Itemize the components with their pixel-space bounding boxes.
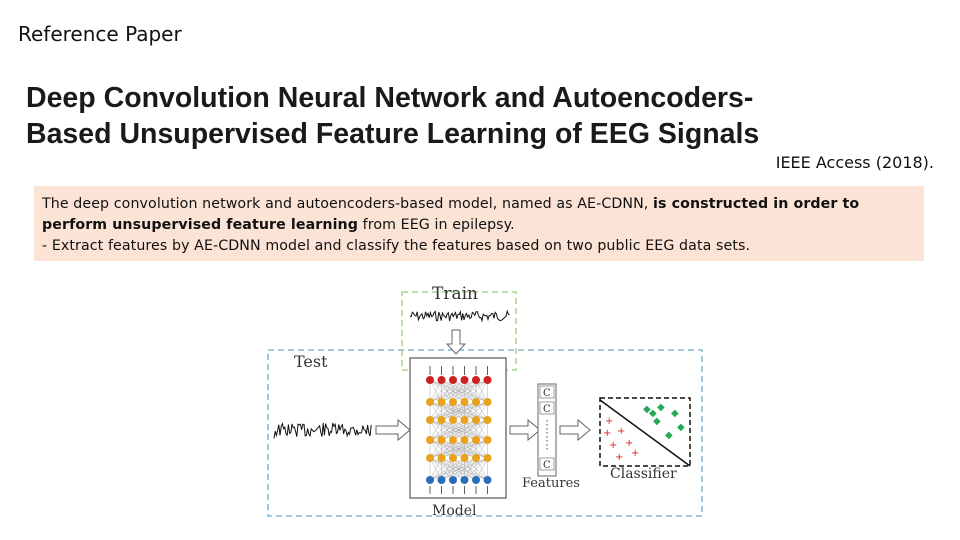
network-node bbox=[472, 376, 480, 384]
network-node bbox=[426, 476, 434, 484]
class-b-point: ◆ bbox=[649, 408, 657, 419]
network-node bbox=[426, 436, 434, 444]
network-node bbox=[483, 398, 492, 406]
model-diagram: Train Test Model Features Classifier bbox=[267, 284, 703, 519]
network-node bbox=[460, 398, 469, 406]
network-node bbox=[426, 454, 434, 462]
model-label: Model bbox=[432, 503, 477, 519]
network-node bbox=[460, 476, 469, 484]
network-node bbox=[437, 454, 446, 462]
network-node bbox=[460, 436, 469, 444]
summary-part-3: from EEG in epilepsy. bbox=[362, 217, 515, 233]
network-node bbox=[483, 436, 492, 444]
classifier-label: Classifier bbox=[610, 466, 677, 482]
network-node bbox=[472, 454, 480, 462]
summary-emphasis: is constructed in order to perform unsup… bbox=[42, 196, 860, 233]
network-node bbox=[483, 454, 492, 462]
class-b-point: ◆ bbox=[643, 404, 651, 415]
class-b-point: ◆ bbox=[677, 422, 685, 433]
network-node bbox=[460, 416, 469, 424]
network-node bbox=[483, 416, 492, 424]
train-eeg-signal bbox=[409, 309, 510, 323]
model-figure: Train Test Model Features Classifier bbox=[260, 280, 710, 520]
network-node bbox=[437, 376, 446, 384]
network-node bbox=[449, 416, 457, 424]
network-node bbox=[437, 476, 446, 484]
network-node bbox=[449, 476, 457, 484]
feature-cell-3: C bbox=[543, 460, 551, 471]
train-arrow bbox=[445, 329, 467, 355]
class-a-point: + bbox=[605, 416, 613, 427]
network-node bbox=[449, 454, 457, 462]
classifier-plot: +++++++◆◆◆◆◆◆◆ bbox=[599, 397, 691, 467]
network-node bbox=[449, 398, 457, 406]
features-to-classifier-arrow bbox=[559, 418, 591, 442]
network-node bbox=[460, 376, 469, 384]
network-node bbox=[426, 398, 434, 406]
network-node bbox=[437, 398, 446, 406]
class-a-point: + bbox=[631, 448, 639, 459]
summary-part-1: The deep convolution network and autoenc… bbox=[42, 196, 649, 212]
features-label: Features bbox=[522, 476, 580, 491]
network-node bbox=[460, 454, 469, 462]
network-node bbox=[483, 476, 492, 484]
network-node bbox=[472, 416, 480, 424]
network-node bbox=[437, 436, 446, 444]
network-node bbox=[437, 416, 446, 424]
class-a-point: + bbox=[617, 426, 625, 437]
train-frame bbox=[401, 291, 517, 371]
class-b-point: ◆ bbox=[653, 416, 661, 427]
feature-cell-1: C bbox=[543, 388, 551, 399]
class-b-point: ◆ bbox=[671, 408, 679, 419]
network-node bbox=[426, 416, 434, 424]
paper-title: Deep Convolution Neural Network and Auto… bbox=[26, 80, 926, 152]
neural-network bbox=[426, 366, 492, 494]
test-label: Test bbox=[294, 352, 328, 371]
network-node bbox=[483, 376, 492, 384]
network-node bbox=[472, 436, 480, 444]
class-b-point: ◆ bbox=[665, 430, 673, 441]
feature-vector: C C C bbox=[537, 383, 557, 477]
class-a-point: + bbox=[609, 440, 617, 451]
test-eeg-signal bbox=[273, 422, 372, 439]
class-b-point: ◆ bbox=[657, 402, 665, 413]
paper-title-line-2: Based Unsupervised Feature Learning of E… bbox=[26, 118, 760, 150]
network-node bbox=[426, 376, 434, 384]
network-node bbox=[449, 376, 457, 384]
test-to-model-arrow bbox=[375, 418, 411, 442]
paper-title-line-1: Deep Convolution Neural Network and Auto… bbox=[26, 82, 754, 114]
network-node bbox=[472, 476, 480, 484]
feature-cell-2: C bbox=[543, 404, 551, 415]
paper-venue: IEEE Access (2018). bbox=[775, 153, 934, 172]
summary-text: The deep convolution network and autoenc… bbox=[42, 194, 916, 236]
network-node bbox=[472, 398, 480, 406]
network-node bbox=[449, 436, 457, 444]
summary-box: The deep convolution network and autoenc… bbox=[34, 186, 924, 261]
class-a-point: + bbox=[615, 452, 623, 463]
summary-bullet: - Extract features by AE-CDNN model and … bbox=[42, 238, 751, 254]
class-a-point: + bbox=[625, 438, 633, 449]
model-to-features-arrow bbox=[509, 418, 541, 442]
section-label: Reference Paper bbox=[18, 22, 182, 46]
class-a-point: + bbox=[603, 428, 611, 439]
train-label: Train bbox=[432, 284, 478, 304]
